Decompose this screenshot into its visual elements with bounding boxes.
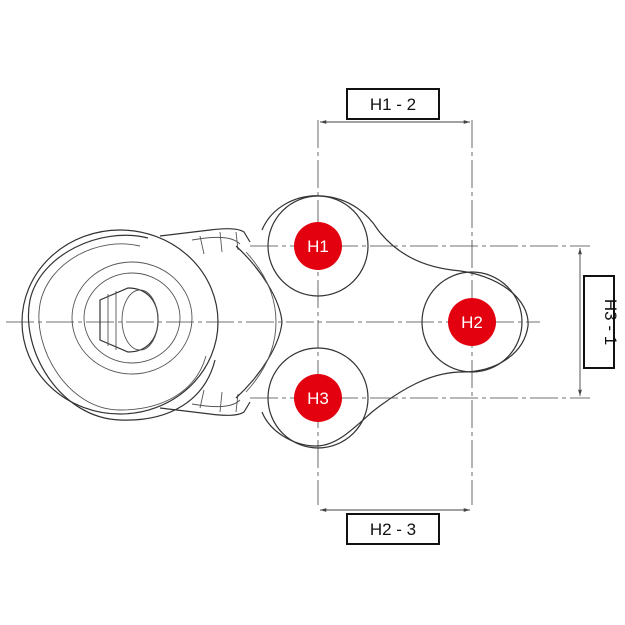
- center-lines: [6, 120, 590, 505]
- hole-marker-h3: H3: [294, 374, 342, 422]
- hole-marker-h2: H2: [448, 298, 496, 346]
- hole-marker-h1: H1: [294, 222, 342, 270]
- dimension-label-h2-h3: H2 - 3: [370, 520, 416, 539]
- dimension-box-h3-h1: H3 - 1: [583, 275, 620, 369]
- hole-label-h1: H1: [307, 237, 329, 256]
- ball-housing: [21, 229, 219, 421]
- dimension-label-h3-h1: H3 - 1: [601, 299, 620, 345]
- dimension-lines: [320, 120, 582, 512]
- dimension-box-h1-h2: H1 - 2: [346, 88, 440, 120]
- dimension-box-h2-h3: H2 - 3: [346, 513, 440, 545]
- dimension-label-h1-h2: H1 - 2: [370, 95, 416, 114]
- hole-label-h2: H2: [461, 313, 483, 332]
- hole-label-h3: H3: [307, 389, 329, 408]
